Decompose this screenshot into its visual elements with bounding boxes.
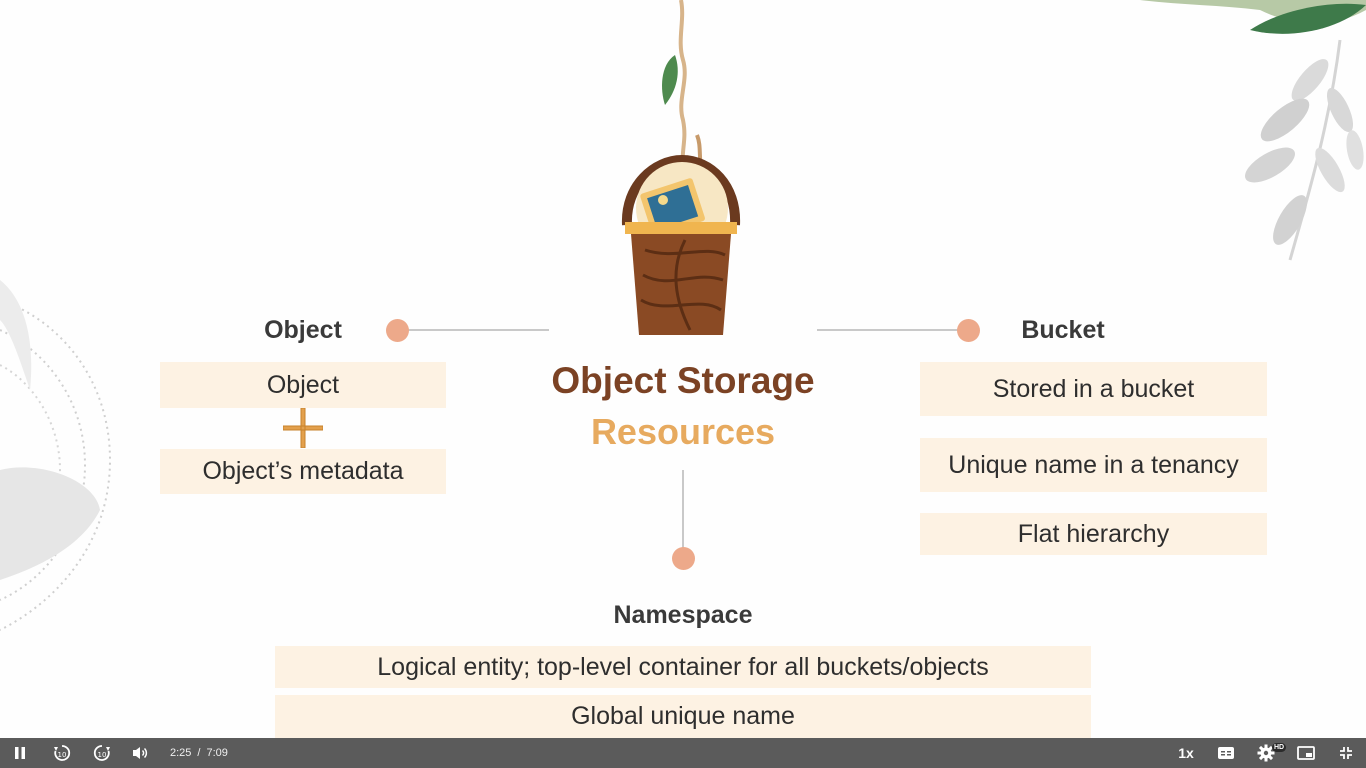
connector-bucket: [817, 329, 965, 331]
time-separator: /: [197, 747, 201, 759]
exit-fullscreen-button[interactable]: [1334, 738, 1358, 768]
rewind-10-button[interactable]: 10: [50, 738, 74, 768]
connector-object: [408, 329, 549, 331]
decorative-leaves-right: [1140, 0, 1366, 261]
namespace-item: Global unique name: [275, 695, 1091, 738]
picture-in-picture-button[interactable]: [1294, 738, 1318, 768]
plus-icon: [283, 408, 323, 448]
connector-namespace: [682, 470, 684, 548]
bucket-heading: Bucket: [1021, 316, 1105, 344]
volume-icon: [133, 747, 148, 759]
namespace-heading: Namespace: [613, 601, 753, 629]
pause-icon: [15, 747, 25, 759]
playback-speed-button[interactable]: 1x: [1178, 745, 1194, 761]
object-heading: Object: [264, 316, 342, 344]
slide-title: Object Storage: [551, 360, 815, 401]
object-item: Object: [160, 362, 446, 408]
captions-icon: [1218, 747, 1234, 759]
gear-icon: [1257, 744, 1275, 762]
hd-badge: HD: [1272, 743, 1287, 752]
slide-subtitle: Resources: [590, 411, 776, 452]
video-frame[interactable]: Object Storage Resources Object Object O…: [0, 0, 1366, 738]
object-dot: [386, 319, 409, 342]
bucket-item: Stored in a bucket: [920, 362, 1267, 416]
forward-10-button[interactable]: 10: [90, 738, 114, 768]
basket-illustration: [621, 0, 741, 335]
volume-button[interactable]: [128, 738, 152, 768]
rewind-10-icon: 10: [54, 745, 71, 761]
svg-text:10: 10: [58, 751, 67, 759]
bucket-item: Flat hierarchy: [920, 513, 1267, 555]
time-display: 2:25 / 7:09: [170, 738, 228, 768]
bucket-item: Unique name in a tenancy: [920, 438, 1267, 492]
duration: 7:09: [206, 747, 228, 759]
picture-in-picture-icon: [1297, 746, 1315, 760]
namespace-dot: [672, 547, 695, 570]
bucket-dot: [957, 319, 980, 342]
svg-text:10: 10: [98, 751, 107, 759]
settings-button[interactable]: [1254, 738, 1278, 768]
video-control-bar: 10 10 2:25 / 7:09 1x: [0, 738, 1366, 768]
pause-button[interactable]: [8, 738, 32, 768]
captions-button[interactable]: [1214, 738, 1238, 768]
object-metadata-item: Object’s metadata: [160, 449, 446, 494]
exit-fullscreen-icon: [1340, 747, 1352, 759]
namespace-item: Logical entity; top-level container for …: [275, 646, 1091, 688]
decorative-swirl-left: [0, 280, 112, 631]
current-time: 2:25: [170, 747, 192, 759]
forward-10-icon: 10: [93, 745, 110, 761]
